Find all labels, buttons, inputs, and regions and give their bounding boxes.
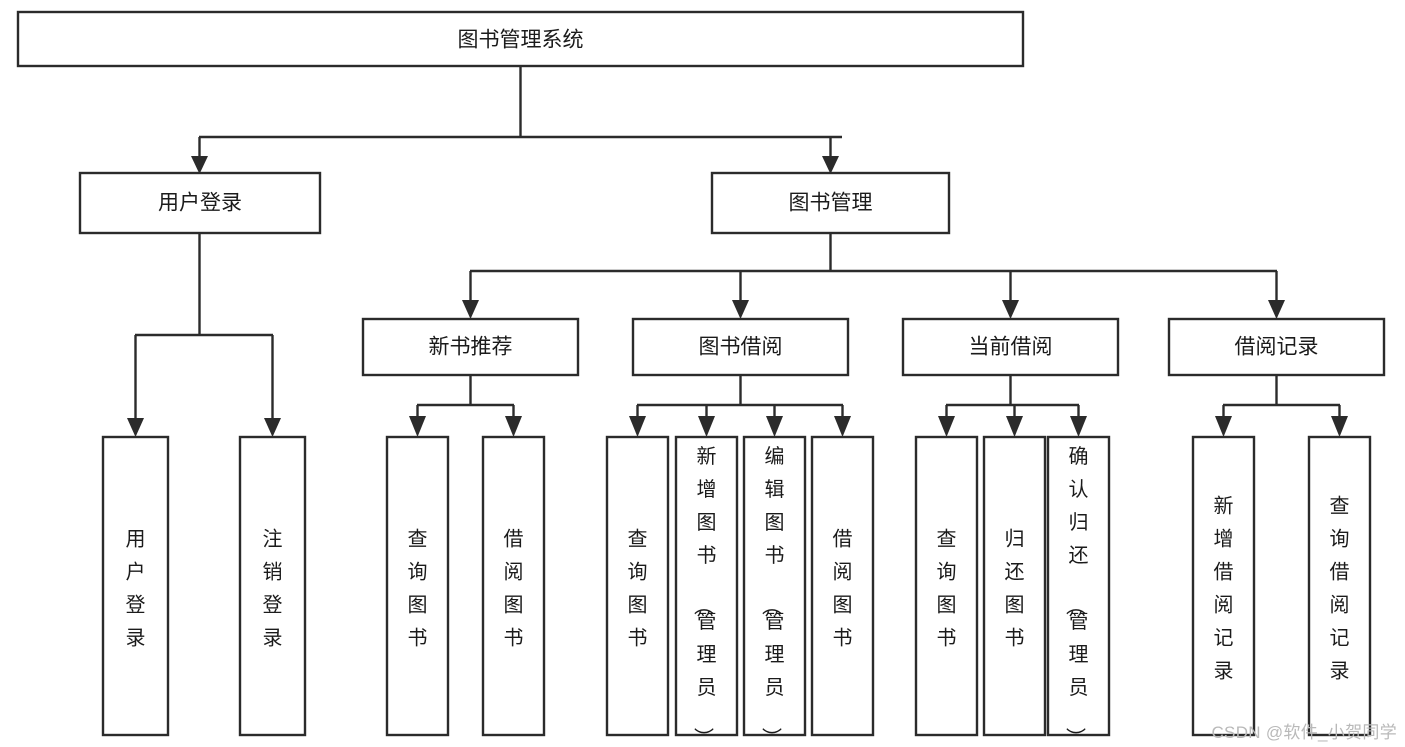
- arrow-head-leaf-logout-login: [264, 418, 281, 437]
- node-borrow-record[interactable]: 借阅记录: [1167, 317, 1386, 377]
- arrow-head-current-borrow: [1002, 300, 1019, 319]
- node-leaf-edit-book-admin[interactable]: 编辑图书（管理员）: [742, 435, 807, 747]
- node-borrow-record-label: 借阅记录: [1235, 336, 1319, 359]
- node-leaf-query-book-1-box[interactable]: [385, 435, 450, 737]
- node-leaf-user-login-box[interactable]: [101, 435, 170, 737]
- node-root-box[interactable]: [16, 10, 1025, 68]
- node-leaf-query-book-1-label: 查询图书: [408, 528, 428, 650]
- node-root-label: 图书管理系统: [458, 29, 584, 52]
- node-leaf-user-login-label: 用户登录: [126, 529, 146, 650]
- node-leaf-add-borrow-record-label: 新增借阅记录: [1214, 495, 1234, 683]
- node-book-borrow-box[interactable]: [631, 317, 850, 377]
- node-leaf-query-book-1[interactable]: 查询图书: [385, 435, 450, 737]
- node-book-manage-label: 图书管理: [789, 192, 873, 215]
- node-leaf-edit-book-admin-box[interactable]: [742, 435, 807, 737]
- arrow-head-leaf-user-login: [127, 418, 144, 437]
- node-book-borrow-label: 图书借阅: [699, 336, 783, 359]
- node-leaf-query-book-3-box[interactable]: [914, 435, 979, 737]
- node-leaf-borrow-book-2[interactable]: 借阅图书: [810, 435, 875, 737]
- node-current-borrow-box[interactable]: [901, 317, 1120, 377]
- node-leaf-confirm-return-admin[interactable]: 确认归还（管理员）: [1046, 435, 1111, 747]
- node-leaf-borrow-book-2-box[interactable]: [810, 435, 875, 737]
- node-leaf-return-book-label: 归还图书: [1005, 528, 1025, 650]
- node-book-manage-box[interactable]: [710, 171, 951, 235]
- arrow-head-leaf-borrow-book-1: [505, 416, 522, 437]
- node-leaf-logout-login-label: 注销登录: [263, 528, 283, 650]
- node-user-login-label: 用户登录: [158, 192, 242, 215]
- node-leaf-borrow-book-1-box[interactable]: [481, 435, 546, 737]
- arrow-head-leaf-query-book-2: [629, 416, 646, 437]
- node-root[interactable]: 图书管理系统: [16, 10, 1025, 68]
- node-current-borrow-label: 当前借阅: [969, 336, 1053, 359]
- arrow-head-book-manage: [822, 156, 839, 174]
- node-leaf-logout-login[interactable]: 注销登录: [238, 435, 307, 737]
- arrow-head-leaf-borrow-book-2: [834, 416, 851, 437]
- node-book-borrow[interactable]: 图书借阅: [631, 317, 850, 377]
- node-leaf-borrow-book-1[interactable]: 借阅图书: [481, 435, 546, 737]
- node-leaf-add-book-admin[interactable]: 新增图书（管理员）: [674, 435, 739, 747]
- node-leaf-add-borrow-record-box[interactable]: [1191, 435, 1256, 737]
- csdn-watermark: CSDN @软件_小贺同学: [1211, 723, 1397, 742]
- node-user-login[interactable]: 用户登录: [78, 171, 322, 235]
- node-leaf-query-book-2[interactable]: 查询图书: [605, 435, 670, 737]
- node-new-book-recommend-label: 新书推荐: [429, 336, 513, 359]
- arrow-head-leaf-add-book-admin: [698, 416, 715, 437]
- node-new-book-recommend[interactable]: 新书推荐: [361, 317, 580, 377]
- node-leaf-add-book-admin-label: 新增图书（管理员）: [692, 445, 717, 747]
- node-current-borrow[interactable]: 当前借阅: [901, 317, 1120, 377]
- node-borrow-record-box[interactable]: [1167, 317, 1386, 377]
- node-book-manage[interactable]: 图书管理: [710, 171, 951, 235]
- node-leaf-add-borrow-record[interactable]: 新增借阅记录: [1191, 435, 1256, 737]
- node-leaf-query-borrow-record[interactable]: 查询借阅记录: [1307, 435, 1372, 737]
- arrow-head-user-login: [191, 156, 208, 174]
- node-leaf-query-book-2-label: 查询图书: [628, 528, 648, 650]
- node-leaf-edit-book-admin-label: 编辑图书（管理员）: [760, 445, 785, 747]
- arrow-head-leaf-query-borrow-record: [1331, 416, 1348, 437]
- node-leaf-return-book-box[interactable]: [982, 435, 1047, 737]
- node-leaf-query-book-3-label: 查询图书: [937, 528, 957, 650]
- node-leaf-return-book[interactable]: 归还图书: [982, 435, 1047, 737]
- arrow-head-new-book-recommend: [462, 300, 479, 319]
- arrow-head-leaf-query-book-3: [938, 416, 955, 437]
- node-leaf-query-book-2-box[interactable]: [605, 435, 670, 737]
- node-leaf-query-book-3[interactable]: 查询图书: [914, 435, 979, 737]
- node-leaf-query-borrow-record-label: 查询借阅记录: [1330, 495, 1350, 683]
- connectors-layer: [127, 66, 1348, 437]
- arrow-head-leaf-query-book-1: [409, 416, 426, 437]
- arrow-head-leaf-return-book: [1006, 416, 1023, 437]
- arrow-head-leaf-add-borrow-record: [1215, 416, 1232, 437]
- node-new-book-recommend-box[interactable]: [361, 317, 580, 377]
- node-leaf-add-book-admin-box[interactable]: [674, 435, 739, 737]
- node-leaf-query-borrow-record-box[interactable]: [1307, 435, 1372, 737]
- node-leaf-logout-login-box[interactable]: [238, 435, 307, 737]
- node-leaf-borrow-book-1-label: 借阅图书: [504, 528, 524, 650]
- arrow-head-leaf-confirm-return-admin: [1070, 416, 1087, 437]
- node-leaf-borrow-book-2-label: 借阅图书: [833, 528, 853, 650]
- arrow-head-leaf-edit-book-admin: [766, 416, 783, 437]
- arrow-head-borrow-record: [1268, 300, 1285, 319]
- arrow-head-book-borrow: [732, 300, 749, 319]
- node-leaf-confirm-return-admin-box[interactable]: [1046, 435, 1111, 737]
- node-leaf-confirm-return-admin-label: 确认归还（管理员）: [1064, 445, 1089, 747]
- node-user-login-box[interactable]: [78, 171, 322, 235]
- node-leaf-user-login[interactable]: 用户登录: [101, 435, 170, 737]
